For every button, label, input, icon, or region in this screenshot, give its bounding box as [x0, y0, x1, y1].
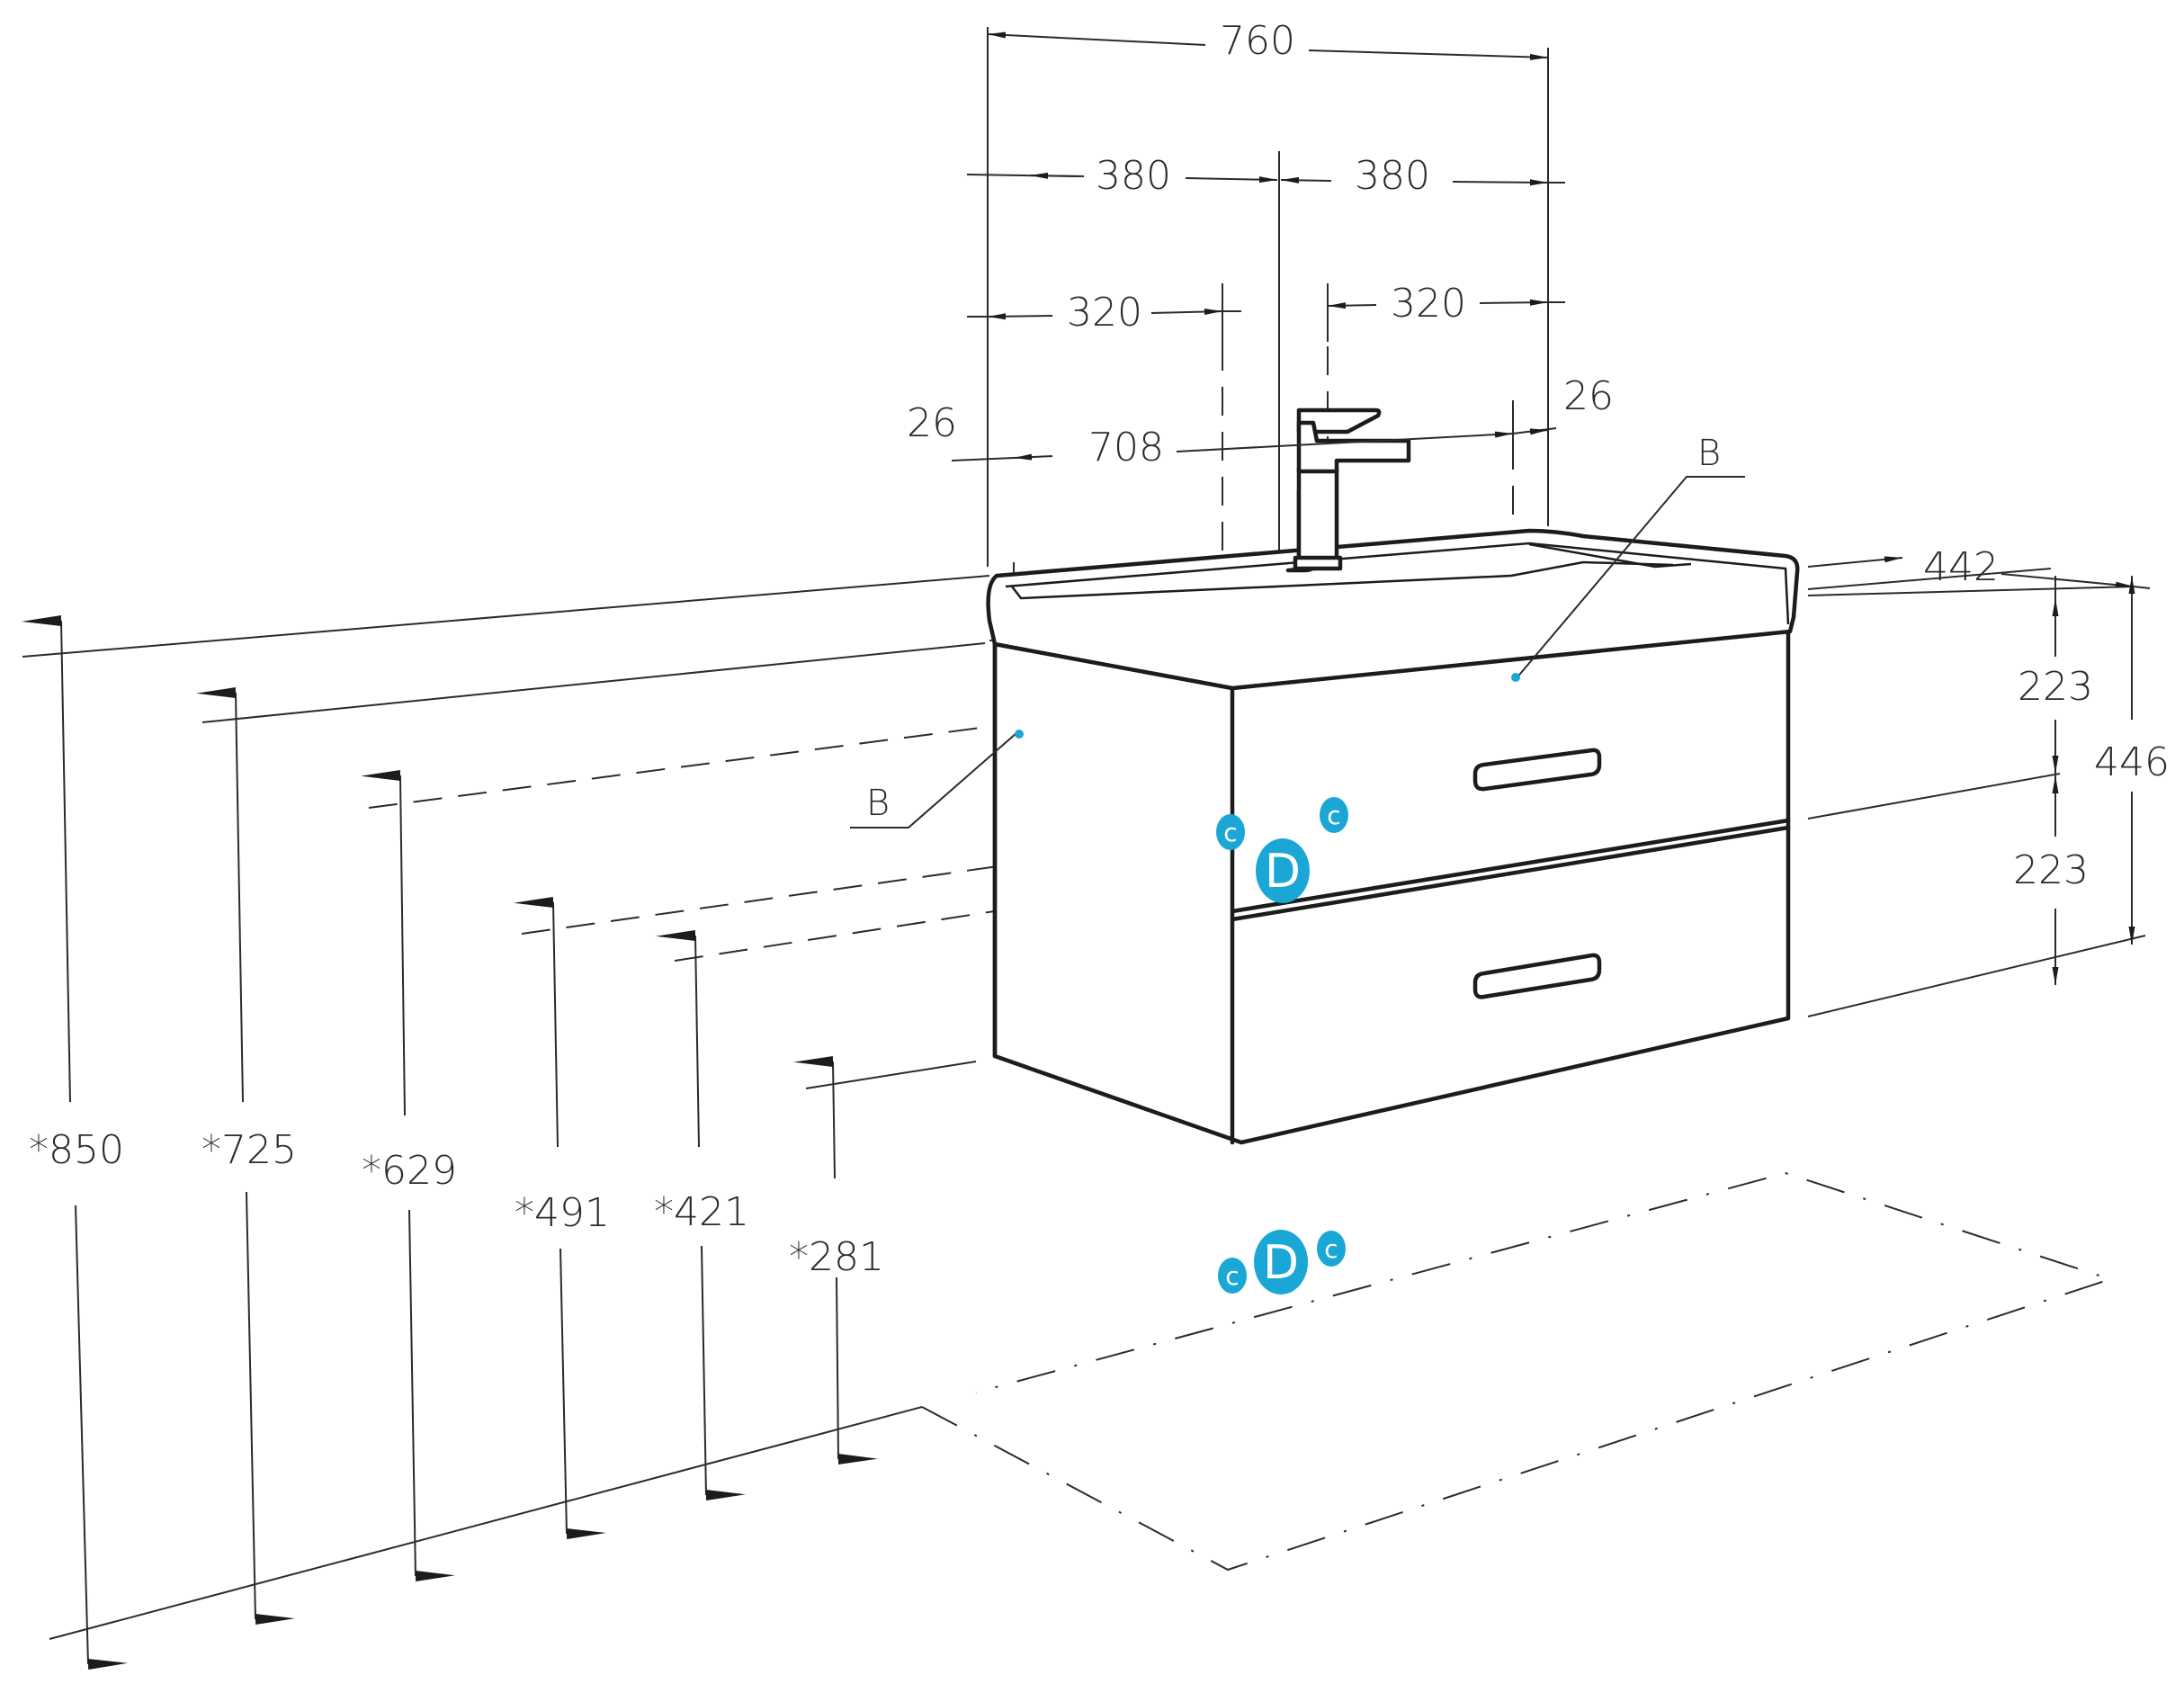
drawer-handle-lower [1472, 953, 1602, 999]
marker-leaders [850, 476, 1745, 829]
dim-total-width: 760 [1220, 18, 1295, 64]
dim-drawer-upper: 223 [2018, 664, 2093, 710]
drain-floor-icon [1254, 1230, 1308, 1294]
hot-water-wall-icon [1320, 797, 1348, 833]
vertical-dimensions-right [2052, 576, 2135, 985]
faucet [1285, 408, 1411, 573]
marker-b-right: B [1697, 433, 1721, 474]
floor-connections: c D c [1218, 1230, 1346, 1294]
drain-wall-label: D [1265, 845, 1301, 899]
dim-cabinet-height: 446 [2094, 739, 2170, 785]
hot-water-floor-icon [1317, 1231, 1346, 1267]
height-850: *850 [29, 1127, 124, 1173]
cold-water-floor-icon [1218, 1258, 1247, 1294]
basin [986, 528, 1800, 691]
marker-b-left-dot [1015, 730, 1024, 739]
floor-outline [921, 1171, 2114, 1572]
cold-water-floor-label: c [1225, 1261, 1239, 1291]
marker-b-right-dot [1511, 673, 1520, 682]
hot-water-wall-label: c [1327, 801, 1340, 830]
dim-edge-left: 26 [907, 400, 957, 446]
dim-inner-width: 708 [1088, 425, 1164, 470]
dim-drawer-lower: 223 [2013, 847, 2089, 893]
dim-hole-right: 320 [1391, 281, 1466, 327]
wall-connections: c D c [1216, 797, 1348, 903]
height-421: *421 [654, 1189, 749, 1235]
dim-half-right: 380 [1355, 153, 1430, 199]
marker-labels: B B [866, 433, 1721, 824]
height-281: *281 [789, 1234, 884, 1280]
marker-b-left: B [866, 783, 890, 824]
dim-edge-right: 26 [1563, 373, 1614, 419]
height-labels: *850 *725 *629 *491 *421 *281 [29, 1127, 884, 1280]
vertical-dimensions-left [22, 615, 878, 1670]
dim-half-left: 380 [1096, 153, 1171, 199]
horizontal-dimensions [951, 31, 2151, 589]
cabinet [992, 627, 1791, 1145]
height-629: *629 [362, 1148, 457, 1194]
dimension-labels: 760 380 380 320 320 708 26 26 442 223 22… [907, 18, 2170, 893]
drain-wall-icon [1256, 838, 1310, 903]
drain-floor-label: D [1263, 1236, 1299, 1290]
height-725: *725 [201, 1127, 297, 1173]
height-491: *491 [515, 1190, 610, 1236]
drawer-handle-upper [1472, 748, 1602, 792]
extension-lines [22, 27, 2146, 1640]
dim-hole-left: 320 [1067, 290, 1142, 336]
hot-water-floor-label: c [1324, 1234, 1338, 1264]
cold-water-wall-label: c [1223, 818, 1237, 847]
cold-water-wall-icon [1216, 814, 1245, 850]
dim-depth: 442 [1923, 544, 1999, 590]
